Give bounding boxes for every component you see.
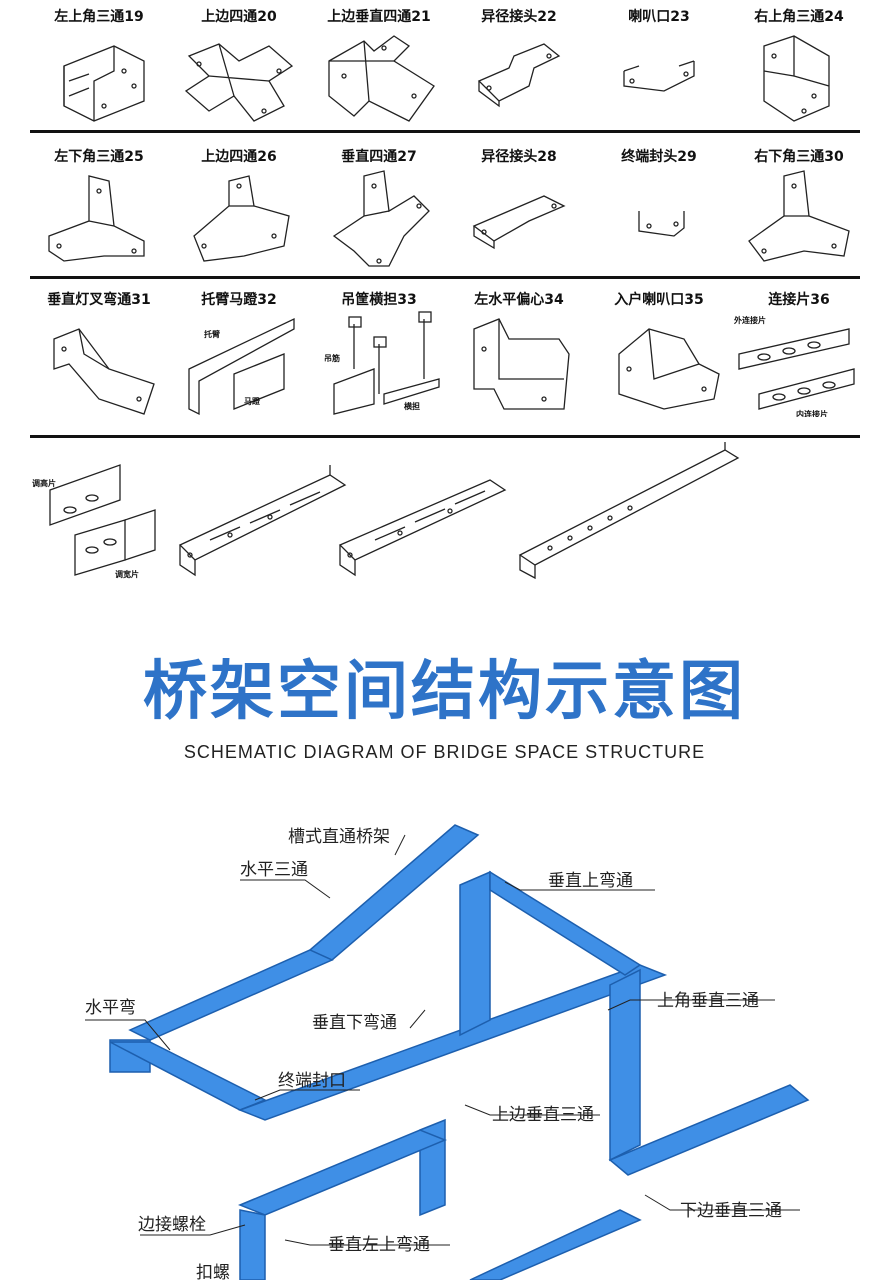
left-lower-corner-tee-drawing (48, 175, 145, 262)
tray-structure (109, 824, 810, 1280)
catalog-item: 垂直四通27 (310, 140, 448, 278)
item-label: 左上角三通19 (54, 9, 144, 25)
catalog-item: 左上角三通19 (30, 0, 168, 138)
callout-trough-straight: 槽式直通桥架 (288, 827, 390, 847)
width-plate-label: 调宽片 (115, 569, 139, 579)
heading-title-en: SCHEMATIC DIAGRAM OF BRIDGE SPACE STRUCT… (183, 742, 706, 762)
reducer-drawing (477, 43, 561, 108)
callout-vertical-left-up-bend: 垂直左上弯通 (328, 1235, 430, 1255)
item-label: 左水平偏心34 (474, 292, 564, 308)
end-cap-drawing (638, 211, 685, 237)
row-divider (30, 130, 860, 133)
trough-section-drawing-1 (178, 465, 347, 577)
item-label: 喇叭口23 (628, 9, 690, 25)
callout-upper-vertical-tee: 上边垂直三通 (492, 1105, 594, 1125)
item-label: 异径接头22 (481, 9, 557, 25)
vertical-offset-bend-drawing (53, 328, 155, 415)
callout-buckle: 扣螺 (196, 1263, 230, 1280)
callout-vertical-down-bend: 垂直下弯通 (312, 1013, 397, 1033)
upper-vertical-cross-drawing (328, 35, 435, 122)
hanger-rod-label: 吊筋 (324, 353, 340, 363)
height-width-plates-drawing: 调高片 调宽片 (32, 464, 156, 579)
catalog-item: 托臂马蹬32 托臂 马蹬 (170, 283, 308, 421)
bracket-arm-label: 托臂 (204, 329, 220, 339)
callout-end-cap: 终端封口 (278, 1071, 346, 1091)
catalog-item: 异径接头28 (450, 140, 588, 278)
callout-corner-vertical-tee: 上角垂直三通 (657, 991, 759, 1011)
item-label: 上边四通20 (201, 9, 277, 25)
catalog-row-1: 左上角三通19 上边四通20 上边垂直四通21 异径接头22 (30, 0, 860, 140)
upper-cross-drawing (184, 43, 294, 122)
catalog-item: 右下角三通30 (730, 140, 868, 278)
catalog-row-3: 垂直灯叉弯通31 托臂马蹬32 托臂 马蹬 吊筐横担33 吊筋 横担 (30, 283, 860, 423)
callout-horizontal-bend: 水平弯 (85, 998, 136, 1018)
hanger-crossbar-drawing: 吊筋 横担 (324, 311, 440, 415)
crossbar-label: 横担 (404, 401, 420, 411)
catalog-item: 右上角三通24 (730, 0, 868, 138)
row-divider (30, 276, 860, 279)
item-label: 托臂马蹬32 (201, 292, 277, 308)
row-divider (30, 435, 860, 438)
heading-title-cn: 桥架空间结构示意图 (143, 655, 746, 729)
height-plate-label: 调高片 (32, 478, 56, 488)
entry-bell-mouth-drawing (618, 328, 720, 410)
left-upper-corner-tee-drawing (63, 45, 145, 122)
item-label: 垂直四通27 (341, 149, 417, 165)
callout-lower-vertical-tee: 下边垂直三通 (680, 1201, 782, 1221)
catalog-item: 左下角三通25 (30, 140, 168, 278)
bell-mouth-drawing (623, 60, 695, 92)
upper-cross-drawing-2 (193, 175, 290, 262)
callout-horizontal-tee: 水平三通 (240, 860, 308, 880)
catalog-item: 上边四通20 (170, 0, 308, 138)
item-label: 垂直灯叉弯通31 (47, 292, 151, 308)
catalog-item: 喇叭口23 (590, 0, 728, 138)
item-label: 吊筐横担33 (341, 292, 417, 308)
catalog-row-2: 左下角三通25 上边四通26 垂直四通27 异径接头28 (30, 140, 860, 280)
catalog-item: 吊筐横担33 吊筋 横担 (310, 283, 448, 421)
catalog-row-4: 调高片 调宽片 (30, 440, 860, 590)
catalog-item: 上边四通26 (170, 140, 308, 278)
item-label: 右上角三通24 (754, 9, 844, 25)
bridge-structure-schematic: 槽式直通桥架 水平三通 垂直上弯通 水平弯 垂直下弯通 上角垂直三通 终端封口 … (85, 824, 810, 1280)
inner-connector-label: 内连接片 (796, 409, 828, 417)
right-upper-corner-tee-drawing (763, 35, 830, 122)
item-label: 终端封头29 (621, 149, 697, 165)
callout-labels: 槽式直通桥架 水平三通 垂直上弯通 水平弯 垂直下弯通 上角垂直三通 终端封口 … (85, 827, 782, 1280)
catalog-item: 连接片36 外连接片 内连接片 (730, 283, 868, 421)
item-label: 右下角三通30 (754, 149, 844, 165)
trough-section-drawing-2 (338, 479, 507, 577)
callout-vertical-up-bend: 垂直上弯通 (548, 871, 633, 891)
callout-lines (85, 834, 800, 1246)
item-label: 上边四通26 (201, 149, 277, 165)
catalog-item: 异径接头22 (450, 0, 588, 138)
vertical-cross-drawing (332, 170, 430, 267)
catalog-item: 入户喇叭口35 (590, 283, 728, 421)
item-label: 入户喇叭口35 (614, 292, 704, 308)
stirrup-label: 马蹬 (244, 396, 261, 406)
fitting-catalog: 左上角三通19 上边四通20 上边垂直四通21 异径接头22 (0, 0, 889, 590)
catalog-item: 终端封头29 (590, 140, 728, 278)
catalog-item: 上边垂直四通21 (310, 0, 448, 138)
bracket-arm-drawing: 托臂 马蹬 (188, 317, 295, 416)
connector-plates-drawing: 外连接片 内连接片 (734, 315, 855, 417)
callout-edge-bolt: 边接螺栓 (138, 1215, 206, 1235)
section-heading: 桥架空间结构示意图 SCHEMATIC DIAGRAM OF BRIDGE SP… (0, 640, 889, 763)
catalog-item: 垂直灯叉弯通31 (30, 283, 168, 421)
right-lower-corner-tee-drawing (748, 170, 850, 262)
item-label: 左下角三通25 (54, 149, 144, 165)
reducer-drawing-2 (472, 195, 566, 250)
item-label: 连接片36 (768, 292, 830, 308)
outer-connector-label: 外连接片 (734, 315, 766, 325)
item-label: 异径接头28 (481, 149, 557, 165)
catalog-item: 左水平偏心34 (450, 283, 588, 421)
trough-straight-drawing (518, 442, 740, 580)
item-label: 上边垂直四通21 (327, 9, 431, 25)
left-horizontal-eccentric-drawing (473, 318, 570, 410)
